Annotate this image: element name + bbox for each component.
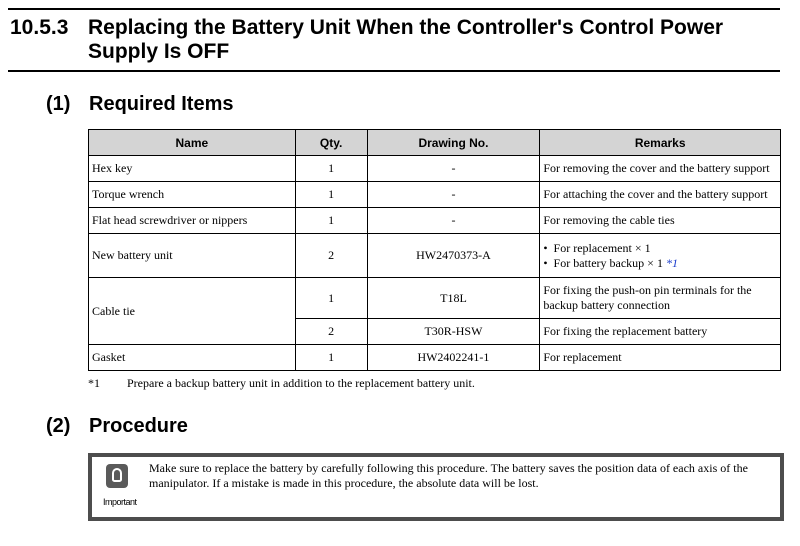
subsection-number: (1) bbox=[46, 93, 71, 115]
footnote-text: Prepare a backup battery unit in additio… bbox=[127, 376, 475, 390]
remarks-item: For battery backup × 1 *1 bbox=[553, 255, 777, 271]
cell-qty: 1 bbox=[294, 181, 368, 208]
cell-drawing: - bbox=[366, 155, 541, 182]
important-label: Important bbox=[103, 497, 137, 507]
cell-qty: 1 bbox=[294, 207, 368, 234]
footnote-link[interactable]: *1 bbox=[665, 255, 678, 270]
footnote: *1 Prepare a backup battery unit in addi… bbox=[88, 376, 475, 391]
cell-qty: 1 bbox=[294, 277, 368, 319]
cell-name: New battery unit bbox=[88, 233, 296, 278]
section-heading: 10.5.3 Replacing the Battery Unit When t… bbox=[8, 8, 780, 72]
cell-drawing: HW2402241-1 bbox=[366, 344, 541, 371]
subsection-number: (2) bbox=[46, 415, 71, 437]
cell-drawing: - bbox=[366, 181, 541, 208]
cell-name: Hex key bbox=[88, 155, 296, 182]
subsection-required-items: (1) Required Items bbox=[46, 93, 233, 116]
footnote-mark: *1 bbox=[88, 376, 100, 390]
cell-qty: 1 bbox=[294, 155, 368, 182]
table-header: Name Qty. Drawing No. Remarks bbox=[88, 129, 781, 156]
cell-remarks: For fixing the replacement battery bbox=[539, 318, 781, 345]
cell-qty: 1 bbox=[294, 344, 368, 371]
important-text: Make sure to replace the battery by care… bbox=[149, 461, 748, 490]
remarks-item: For replacement × 1 bbox=[554, 241, 777, 256]
header-remarks: Remarks bbox=[539, 129, 781, 156]
subsection-procedure: (2) Procedure bbox=[46, 415, 188, 438]
cell-name: Flat head screwdriver or nippers bbox=[88, 207, 296, 234]
important-icon bbox=[106, 464, 128, 488]
cell-remarks: For attaching the cover and the battery … bbox=[539, 181, 781, 208]
important-notice: Important Make sure to replace the batte… bbox=[88, 453, 784, 521]
section-number: 10.5.3 bbox=[10, 16, 69, 39]
subsection-title: Required Items bbox=[89, 93, 234, 115]
cell-remarks: For removing the cover and the battery s… bbox=[539, 155, 781, 182]
remarks-item-text: For battery backup × 1 bbox=[553, 255, 663, 270]
cell-remarks: For removing the cable ties bbox=[539, 207, 781, 234]
cell-name: Gasket bbox=[88, 344, 296, 371]
cell-remarks: For replacement bbox=[539, 344, 781, 371]
cell-drawing: HW2470373-A bbox=[366, 233, 541, 278]
cell-name: Cable tie bbox=[88, 277, 296, 345]
cell-remarks: For fixing the push-on pin terminals for… bbox=[539, 277, 781, 319]
section-title: Replacing the Battery Unit When the Cont… bbox=[88, 16, 724, 63]
cell-drawing: T18L bbox=[366, 277, 541, 319]
header-name: Name bbox=[88, 129, 296, 156]
cell-drawing: - bbox=[366, 207, 541, 234]
cell-name: Torque wrench bbox=[88, 181, 296, 208]
header-qty: Qty. bbox=[294, 129, 368, 156]
cell-qty: 2 bbox=[294, 233, 368, 278]
cell-drawing: T30R-HSW bbox=[366, 318, 541, 345]
subsection-title: Procedure bbox=[89, 415, 188, 437]
header-drawing: Drawing No. bbox=[366, 129, 541, 156]
cell-qty: 2 bbox=[294, 318, 368, 345]
